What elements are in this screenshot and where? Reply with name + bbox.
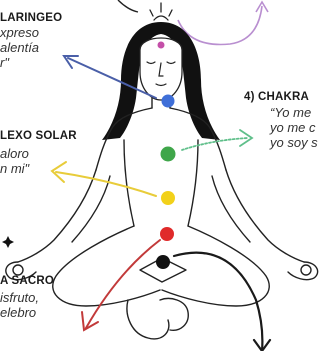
crown-arrow-left bbox=[117, 0, 139, 13]
chakra-crown-dot bbox=[157, 41, 165, 49]
hair bbox=[102, 22, 220, 140]
heart-line-1: “Yo me bbox=[270, 105, 312, 120]
sacral-quote: isfruto, elebro bbox=[0, 290, 54, 320]
throat-line-2: alentía bbox=[0, 40, 40, 55]
sacral-line-1: isfruto, bbox=[0, 290, 40, 305]
solar-arrow bbox=[50, 161, 157, 197]
heart-arrow bbox=[181, 129, 254, 151]
body-outline bbox=[5, 97, 319, 340]
solar-heading: LEXO SOLAR bbox=[0, 130, 77, 142]
throat-line-1: xpreso bbox=[0, 25, 40, 40]
chakra-heart-dot bbox=[160, 146, 176, 162]
root-arrow bbox=[172, 251, 272, 351]
sacral-label: A SACRO isfruto, elebro bbox=[0, 275, 54, 320]
solar-label: LEXO SOLAR aloro n mi" bbox=[0, 130, 77, 176]
heart-quote: “Yo me yo me c yo soy s bbox=[270, 105, 318, 150]
throat-heading: LARINGEO bbox=[0, 12, 63, 24]
throat-label: LARINGEO xpreso alentía r" bbox=[0, 12, 62, 70]
chakra-throat-dot bbox=[161, 94, 175, 108]
solar-line-2: n mi" bbox=[0, 161, 30, 176]
chakra-sacral-dot bbox=[160, 227, 174, 241]
heart-label: 4) CHAKRA “Yo me yo me c yo soy s bbox=[244, 91, 318, 150]
crown-rays bbox=[149, 2, 173, 21]
chakra-root-dot bbox=[156, 255, 170, 269]
sacral-line-2: elebro bbox=[0, 305, 37, 320]
heart-heading: 4) CHAKRA bbox=[244, 91, 310, 103]
sacral-arrow bbox=[81, 239, 161, 332]
sacral-heading: A SACRO bbox=[0, 275, 55, 287]
sparkle-icon bbox=[2, 236, 14, 248]
heart-line-3: yo soy s bbox=[270, 135, 318, 150]
throat-arrow bbox=[62, 55, 157, 99]
solar-quote: aloro n mi" bbox=[0, 146, 77, 176]
chakra-solar-dot bbox=[161, 191, 175, 205]
facial-features bbox=[146, 61, 176, 87]
solar-line-1: aloro bbox=[0, 146, 29, 161]
throat-line-3: r" bbox=[0, 55, 9, 70]
throat-quote: xpreso alentía r" bbox=[0, 25, 62, 70]
face bbox=[139, 37, 183, 101]
heart-line-2: yo me c bbox=[270, 120, 316, 135]
crown-arrow-right bbox=[177, 5, 263, 46]
